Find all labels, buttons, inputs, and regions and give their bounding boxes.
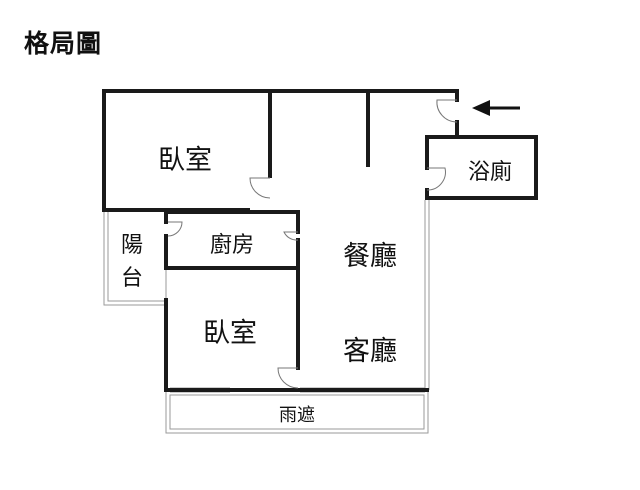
room-label-canopy: 雨遮 [279, 405, 315, 426]
room-label-living: 客廳 [343, 336, 397, 367]
room-label-bedroom-bottom: 臥室 [203, 318, 257, 349]
room-label-balcony-line1: 陽 [121, 233, 143, 258]
floor-plan-title: 格局圖 [24, 29, 103, 58]
room-label-balcony-line2: 台 [121, 266, 143, 291]
room-label-kitchen: 廚房 [210, 233, 254, 258]
walls [102, 89, 538, 392]
door-swings [167, 99, 458, 389]
entrance-arrow-icon [472, 100, 520, 116]
room-label-bedroom-top: 臥室 [158, 145, 212, 176]
room-label-dining: 餐廳 [343, 241, 397, 272]
balcony-outline [103, 212, 165, 306]
room-label-bathroom: 浴廁 [468, 160, 512, 185]
